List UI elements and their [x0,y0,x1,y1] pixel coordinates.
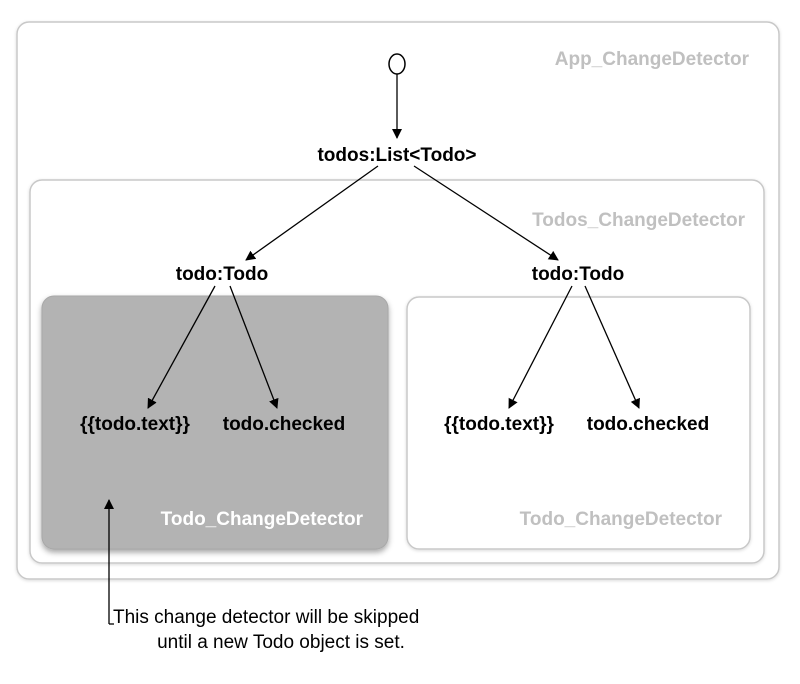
todos-change-detector-title: Todos_ChangeDetector [532,210,746,231]
edge-root-to-todo-right [413,165,559,261]
node-todo-right: todo:Todo [532,264,625,285]
app-change-detector-title: App_ChangeDetector [555,49,750,70]
node-text-right: {{todo.text}} [444,414,554,435]
edge-todo-left-to-text [147,285,216,409]
edge-todo-left-to-checked [229,285,279,409]
node-checked-right: todo.checked [587,414,709,435]
todo-change-detector-title-left: Todo_ChangeDetector [161,509,364,530]
todo-change-detector-box-skipped: Todo_ChangeDetector [41,295,389,550]
edge-root-to-todo-left [245,165,379,261]
node-text-left: {{todo.text}} [80,414,190,435]
edge-todo-right-to-text [508,285,573,409]
node-todo-left: todo:Todo [176,264,269,285]
start-node [388,53,406,75]
edge-todo-right-to-checked [584,285,640,409]
annotation-line-1: This change detector will be skipped [113,607,419,628]
node-todos-list: todos:List<Todo> [317,145,476,166]
todo-change-detector-title-right: Todo_ChangeDetector [520,509,723,530]
annotation-line-2: until a new Todo object is set. [157,632,405,653]
node-checked-left: todo.checked [223,414,345,435]
todo-change-detector-box-active: Todo_ChangeDetector [406,296,751,550]
